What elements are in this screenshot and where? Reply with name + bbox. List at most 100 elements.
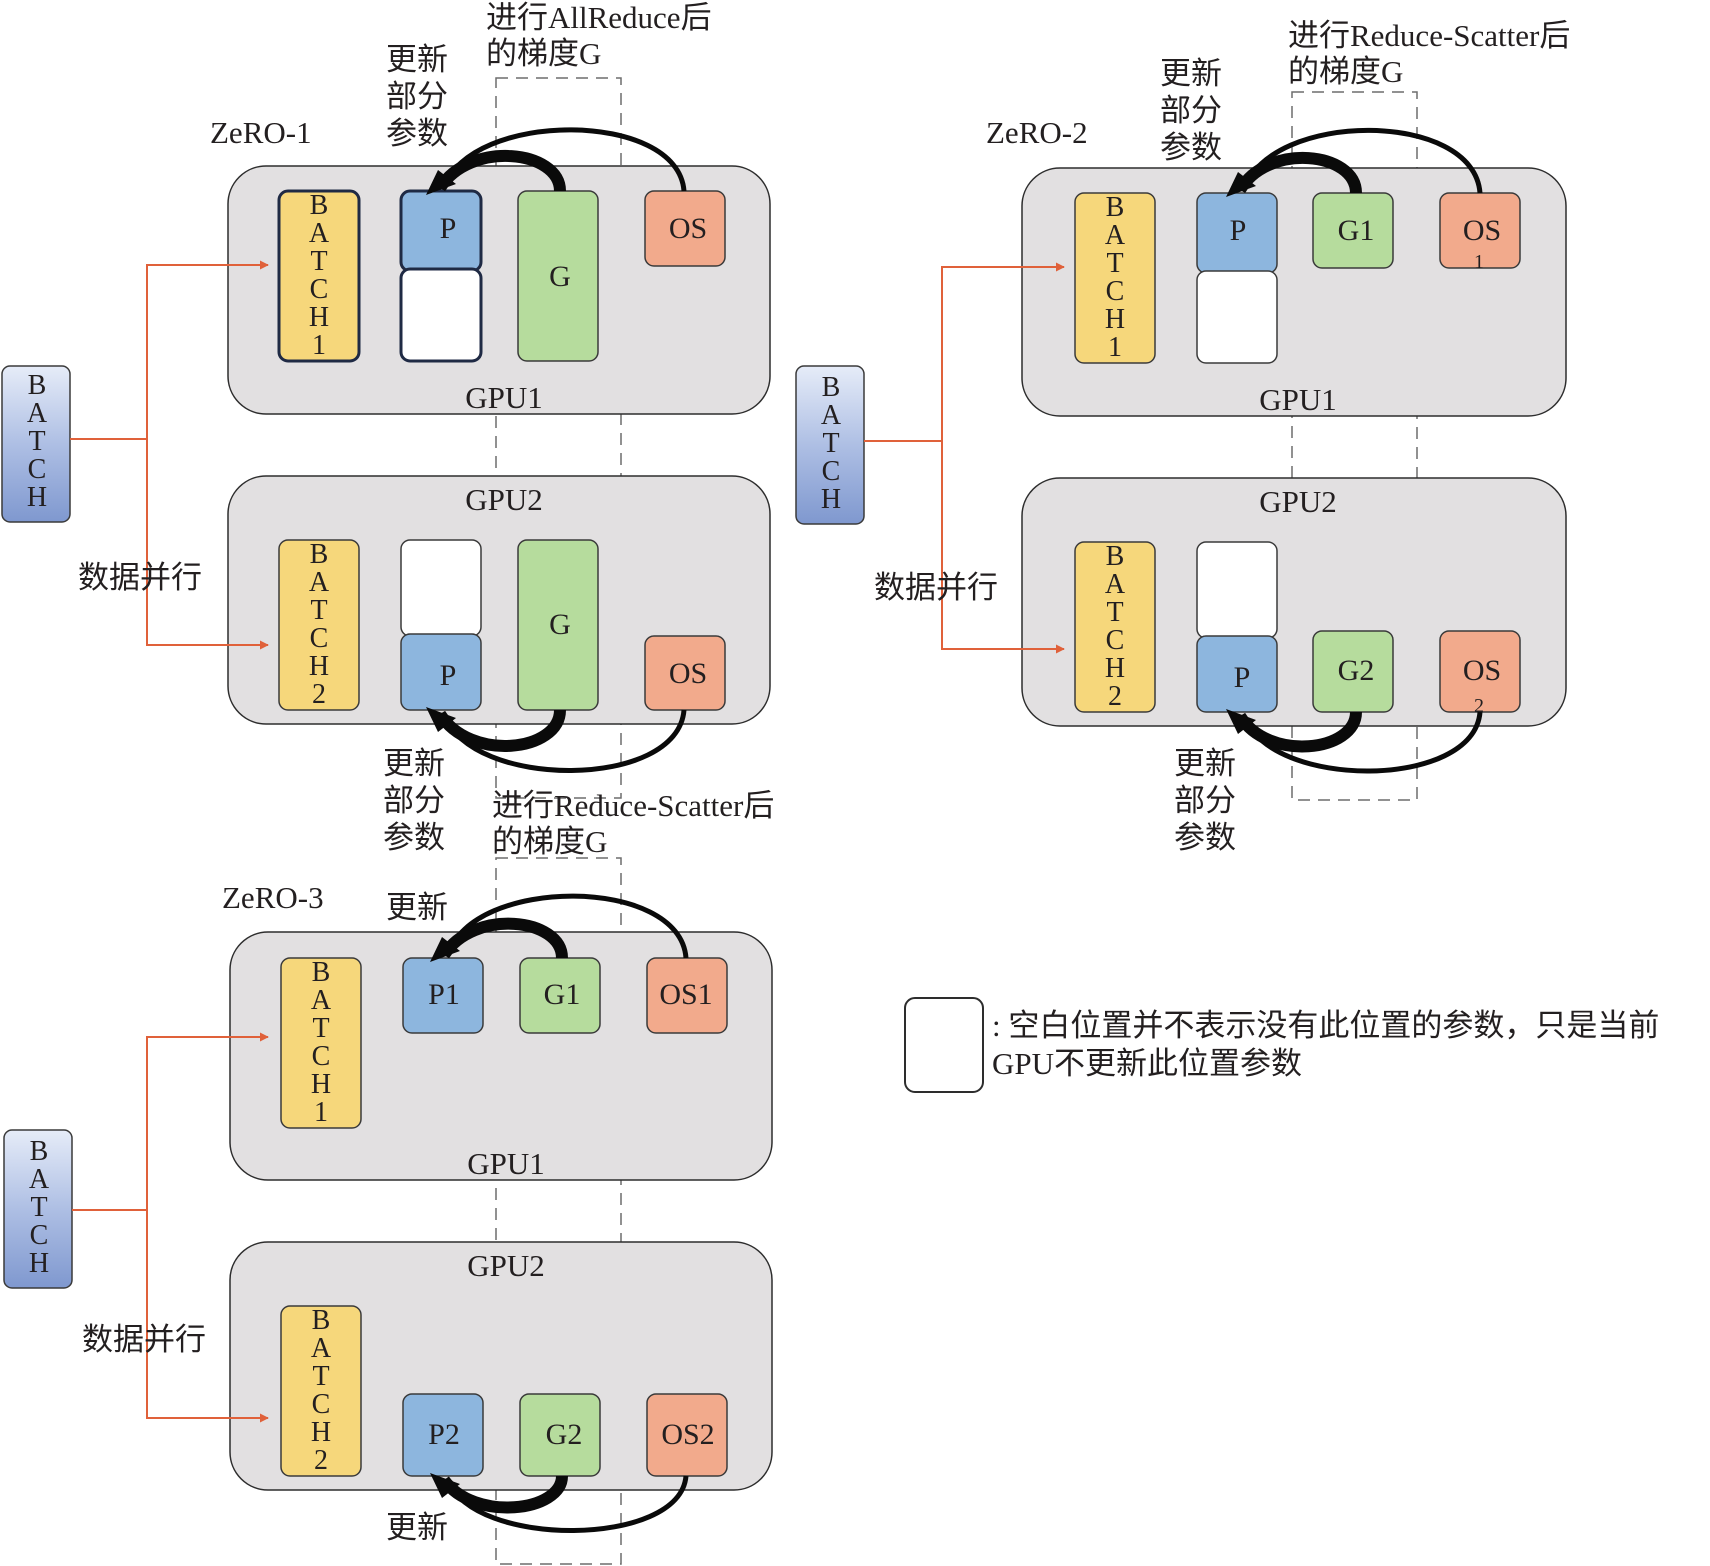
zero1-p-top-empty <box>399 267 483 363</box>
zero2-gpu1-panel <box>1021 167 1567 417</box>
zero1-gpu2-label: GPU2 <box>465 482 543 517</box>
legend-line2: GPU不更新此位置参数 <box>992 1046 1302 1081</box>
zero1-grad-note-l1: 进行AllReduce后 <box>486 0 712 35</box>
zero2-g-update-arrow-top <box>1234 152 1362 194</box>
zero1-p-bottom <box>400 633 482 711</box>
zero3-g1-label: G1 <box>544 978 581 1011</box>
zero3-arrowhead-bottom <box>430 1473 460 1498</box>
zero2-update-bottom-l2: 部分 <box>1174 783 1236 818</box>
zero2-p-bottom <box>1196 635 1278 713</box>
zero3-os2 <box>646 1393 728 1477</box>
zero2-update-bottom-l1: 更新 <box>1174 746 1236 781</box>
zero1-arrowhead-bottom <box>426 707 456 732</box>
zero3-gpu2-panel <box>229 1241 773 1491</box>
zero3-g2-label: G2 <box>546 1418 583 1451</box>
zero2-update-bottom-l3: 参数 <box>1174 820 1236 855</box>
zero3-p2 <box>402 1393 484 1477</box>
zero2-g1-label: G1 <box>1338 214 1375 247</box>
zero1-p-top-label: P <box>440 212 457 245</box>
zero1-update-bottom-l1: 更新 <box>383 746 445 781</box>
zero3-p1-label: P1 <box>428 978 460 1011</box>
zero2-dp-arrow-top <box>864 262 1065 442</box>
zero2-os1-label: OS <box>1463 214 1501 247</box>
zero1-os-top-label: OS <box>669 212 707 245</box>
zero1-arrowhead-top <box>426 170 456 195</box>
zero3-grad-note-l1: 进行Reduce-Scatter后 <box>492 788 774 823</box>
zero1-update-bottom-l3: 参数 <box>383 820 445 855</box>
zero3-dp-arrow-bottom <box>146 1210 269 1423</box>
zero2-gpu2-panel <box>1021 477 1567 727</box>
zero1-batch2-block <box>278 539 360 711</box>
zero3-title: ZeRO-3 <box>222 880 324 915</box>
zero1-gpu1-label: GPU1 <box>465 380 543 415</box>
zero2-p-bottom-label: P <box>1234 661 1251 694</box>
zero3-gpu1-panel <box>229 931 773 1181</box>
zero1-g-top-label: G <box>549 260 571 293</box>
zero1-gpu2-panel <box>227 475 771 725</box>
zero1-os-top <box>644 190 726 267</box>
zero2-title: ZeRO-2 <box>986 115 1088 150</box>
zero1-batch1-block <box>277 189 361 363</box>
zero3-g-update-arrow-bottom <box>439 1475 568 1514</box>
zero2-g-update-arrow-bottom <box>1234 711 1362 753</box>
zero2-arrowhead-top <box>1226 172 1256 197</box>
zero1-gpu1-panel <box>227 165 771 415</box>
zero3-g-update-arrow-top <box>438 917 568 959</box>
zero1-g-update-arrow-top <box>434 150 566 192</box>
zero3-update-bottom: 更新 <box>386 1510 448 1545</box>
zero1-g-update-arrow-bottom <box>434 709 566 752</box>
zero3-p1 <box>402 957 484 1034</box>
zero1-p-bottom-empty <box>400 539 482 637</box>
zero1-source-batch <box>1 365 71 523</box>
zero3-batch2-block <box>280 1305 362 1477</box>
zero2-batch1-block <box>1074 192 1156 364</box>
zero3-grad-region <box>495 857 622 1565</box>
zero2-grad-region <box>1291 91 1418 801</box>
zero2-dp-arrow-bottom <box>941 441 1065 654</box>
zero2-p-top-empty <box>1196 270 1278 364</box>
zero1-grad-region <box>495 77 622 799</box>
zero3-os1 <box>646 957 728 1034</box>
zero1-update-top-l2: 部分 <box>386 79 448 114</box>
zero2-update-top-l3: 参数 <box>1160 130 1222 165</box>
zero2-gpu2-label: GPU2 <box>1259 484 1337 519</box>
zero2-update-top-l1: 更新 <box>1160 56 1222 91</box>
zero1-update-bottom-l2: 部分 <box>383 783 445 818</box>
zero1-os-bottom-label: OS <box>669 657 707 690</box>
zero1-update-top-l3: 参数 <box>386 116 448 151</box>
zero1-p-bottom-label: P <box>440 659 457 692</box>
zero3-os1-label: OS1 <box>659 978 712 1011</box>
legend: : 空白位置并不表示没有此位置的参数，只是当前 GPU不更新此位置参数 <box>904 997 1659 1093</box>
zero2-grad-note-l2: 的梯度G <box>1288 54 1403 89</box>
zero1-parallel-label: 数据并行 <box>78 560 202 595</box>
legend-line1: : 空白位置并不表示没有此位置的参数，只是当前 <box>992 1008 1659 1043</box>
zero2-grad-note-l1: 进行Reduce-Scatter后 <box>1288 18 1570 53</box>
zero2-update-top-l2: 部分 <box>1160 93 1222 128</box>
zero1-os-bottom <box>644 635 726 711</box>
zero2-batch2-block <box>1074 541 1156 713</box>
zero2-p-bottom-empty <box>1196 541 1278 639</box>
zero3-p2-label: P2 <box>428 1418 460 1451</box>
zero3-update-top: 更新 <box>386 890 448 925</box>
zero2-os1-sub: 1 <box>1474 251 1484 273</box>
zero2-os2-sub: 2 <box>1474 695 1484 717</box>
zero3-parallel-label: 数据并行 <box>82 1322 206 1357</box>
zero1-title: ZeRO-1 <box>210 115 312 150</box>
zero2-gpu1-label: GPU1 <box>1259 382 1337 417</box>
zero3-gpu2-label: GPU2 <box>467 1248 545 1283</box>
zero2-parallel-label: 数据并行 <box>874 570 998 605</box>
zero3-batch1-block <box>280 957 362 1129</box>
zero1-g-bottom-label: G <box>549 608 571 641</box>
